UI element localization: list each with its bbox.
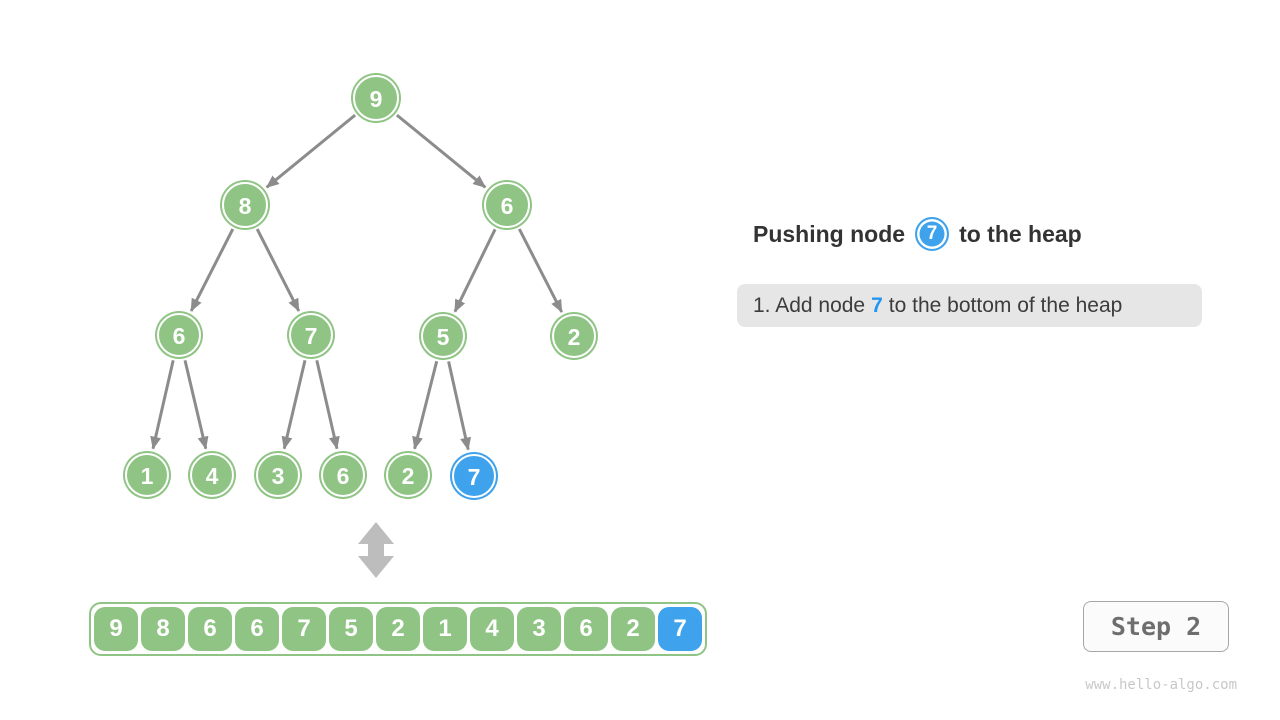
tree-node: 6 — [319, 451, 367, 499]
tree-edge — [183, 359, 209, 450]
title-suffix: to the heap — [959, 220, 1082, 247]
svg-text:3: 3 — [272, 463, 285, 489]
tree-node: 5 — [419, 312, 467, 360]
tree-edge — [189, 228, 235, 312]
tree-edge — [255, 228, 301, 312]
array-cell: 6 — [188, 607, 232, 651]
array-cell: 6 — [564, 607, 608, 651]
tree-edge — [265, 113, 357, 189]
tree-node: 8 — [220, 180, 270, 230]
tree-array-swap-arrow-icon — [358, 522, 394, 578]
tree-edge — [447, 361, 471, 451]
tree-node: 3 — [254, 451, 302, 499]
tree-node: 4 — [188, 451, 236, 499]
svg-text:6: 6 — [337, 463, 350, 489]
tree-edge — [517, 228, 564, 313]
svg-text:1: 1 — [141, 463, 154, 489]
svg-text:2: 2 — [402, 463, 415, 489]
array-cell: 1 — [423, 607, 467, 651]
highlighted-node-badge: 7 — [915, 217, 950, 251]
svg-text:4: 4 — [206, 463, 219, 489]
array-cell: 7 — [282, 607, 326, 651]
instruction-box: 1. Add node 7 to the bottom of the heap — [737, 284, 1202, 327]
array-cell-highlighted: 7 — [658, 607, 702, 651]
watermark: www.hello-algo.com — [1085, 677, 1237, 693]
figure-title: Pushing node 7 to the heap — [753, 214, 1082, 254]
svg-text:6: 6 — [173, 323, 186, 349]
array-cell: 8 — [141, 607, 185, 651]
array-cell: 9 — [94, 607, 138, 651]
step-indicator-button[interactable]: Step 2 — [1083, 601, 1229, 652]
tree-nodes: 9 8 6 6 7 5 2 1 4 3 6 2 7 — [123, 73, 598, 500]
tree-edge — [281, 359, 307, 450]
svg-text:8: 8 — [239, 193, 252, 219]
highlighted-node-value: 7 — [926, 223, 938, 244]
tree-edge — [395, 113, 487, 189]
title-prefix: Pushing node — [753, 220, 906, 247]
array-cell: 6 — [235, 607, 279, 651]
tree-node: 2 — [384, 451, 432, 499]
instruction-highlight: 7 — [871, 293, 883, 317]
array-cell: 2 — [611, 607, 655, 651]
tree-node-highlighted: 7 — [450, 452, 498, 500]
tree-node: 9 — [351, 73, 401, 123]
tree-node: 6 — [155, 311, 203, 359]
tree-node: 2 — [550, 312, 598, 360]
array-cell: 5 — [329, 607, 373, 651]
tree-node: 6 — [482, 180, 532, 230]
svg-text:7: 7 — [305, 323, 318, 349]
tree-edge — [315, 359, 340, 450]
tree-node: 7 — [287, 311, 335, 359]
instruction-suffix: to the bottom of the heap — [888, 293, 1123, 317]
array-cell: 4 — [470, 607, 514, 651]
tree-edge — [412, 360, 439, 450]
tree-edge — [150, 359, 175, 450]
svg-text:2: 2 — [568, 324, 581, 350]
array-cell: 3 — [517, 607, 561, 651]
svg-text:5: 5 — [437, 324, 450, 350]
instruction-prefix: 1. Add node — [753, 293, 866, 317]
tree-edges — [150, 113, 564, 451]
array-cell: 2 — [376, 607, 420, 651]
svg-text:9: 9 — [370, 86, 383, 112]
svg-text:7: 7 — [468, 464, 481, 490]
tree-node: 1 — [123, 451, 171, 499]
svg-text:6: 6 — [501, 193, 514, 219]
tree-edge — [453, 228, 497, 313]
